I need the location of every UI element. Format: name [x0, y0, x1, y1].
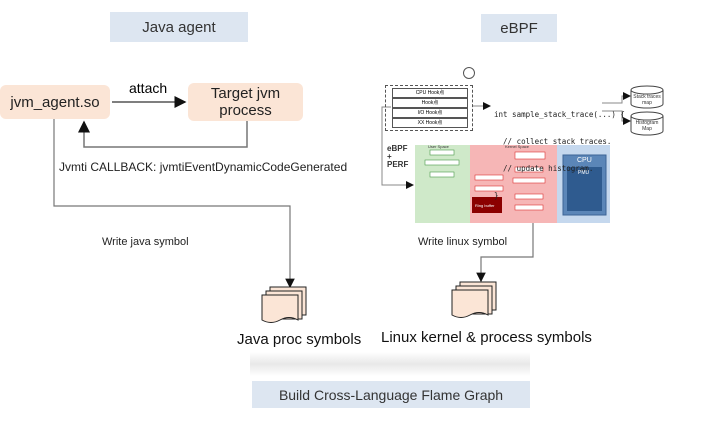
- ebpf-loop-line: [381, 106, 414, 189]
- ebpf-perf-architecture-image: [415, 145, 610, 223]
- perf-text: PERF: [387, 160, 409, 169]
- kernel-space-label: Kernel Space: [505, 144, 530, 149]
- code-to-map1: [602, 92, 631, 104]
- code-line: // collect stack traces.: [494, 137, 612, 146]
- hook-item: XX Hook点: [392, 118, 468, 128]
- divider-shadow: [250, 352, 530, 376]
- callback-label: Jvmti CALLBACK: jvmtiEventDynamicCodeGen…: [59, 160, 348, 174]
- stack-traces-map-label: Stack traces map: [633, 94, 661, 106]
- java-symbols-icon: [261, 286, 307, 323]
- user-space-label: User Space: [428, 144, 449, 149]
- linux-symbols-label: Linux kernel & process symbols: [381, 329, 592, 346]
- plus-text: +: [387, 152, 392, 161]
- code-line: // update histogram.: [494, 164, 594, 173]
- flame-graph-box: Build Cross-Language Flame Graph: [252, 381, 530, 408]
- write-java-arrow: [53, 119, 295, 289]
- ring-buffer-label: Ring buffer: [475, 203, 495, 208]
- sample-code: int sample_stack_trace(...) { // collect…: [494, 92, 625, 218]
- hook-item: I/O Hook点: [392, 108, 468, 118]
- ebpf-header: eBPF: [481, 14, 557, 42]
- write-linux-arrow: [476, 222, 534, 283]
- pmu-label: PMU: [578, 170, 590, 176]
- target-jvm-box: Target jvm process: [188, 83, 303, 121]
- histogram-map-icon: [630, 111, 664, 136]
- hook-item: Hook点: [392, 98, 468, 108]
- cpu-label: CPU: [577, 157, 592, 164]
- linux-symbols-icon: [451, 281, 497, 318]
- ebpf-text: eBPF: [387, 144, 408, 153]
- write-linux-label: Write linux symbol: [418, 236, 508, 248]
- stack-traces-map-icon: [630, 85, 664, 109]
- histogram-map-label: Histogram Map: [635, 120, 659, 132]
- ebpf-perf-label: eBPF + PERF: [387, 145, 408, 169]
- java-symbols-label: Java proc symbols: [237, 331, 362, 348]
- target-jvm-line1: Target jvm: [210, 85, 281, 102]
- target-jvm-line2: process: [219, 102, 272, 119]
- code-to-map2: [602, 110, 631, 125]
- callback-arrow: [78, 120, 248, 148]
- hook-points-box: CPU Hook点 Hook点 I/O Hook点 XX Hook点: [385, 85, 473, 131]
- timer-icon: [463, 67, 475, 79]
- java-agent-header: Java agent: [110, 12, 248, 42]
- hook-item: CPU Hook点: [392, 88, 468, 98]
- jvm-agent-box: jvm_agent.so: [0, 85, 110, 119]
- code-line: }: [494, 191, 499, 200]
- code-line: int sample_stack_trace(...) {: [494, 110, 625, 119]
- attach-label: attach: [129, 80, 168, 96]
- write-java-label: Write java symbol: [102, 236, 189, 248]
